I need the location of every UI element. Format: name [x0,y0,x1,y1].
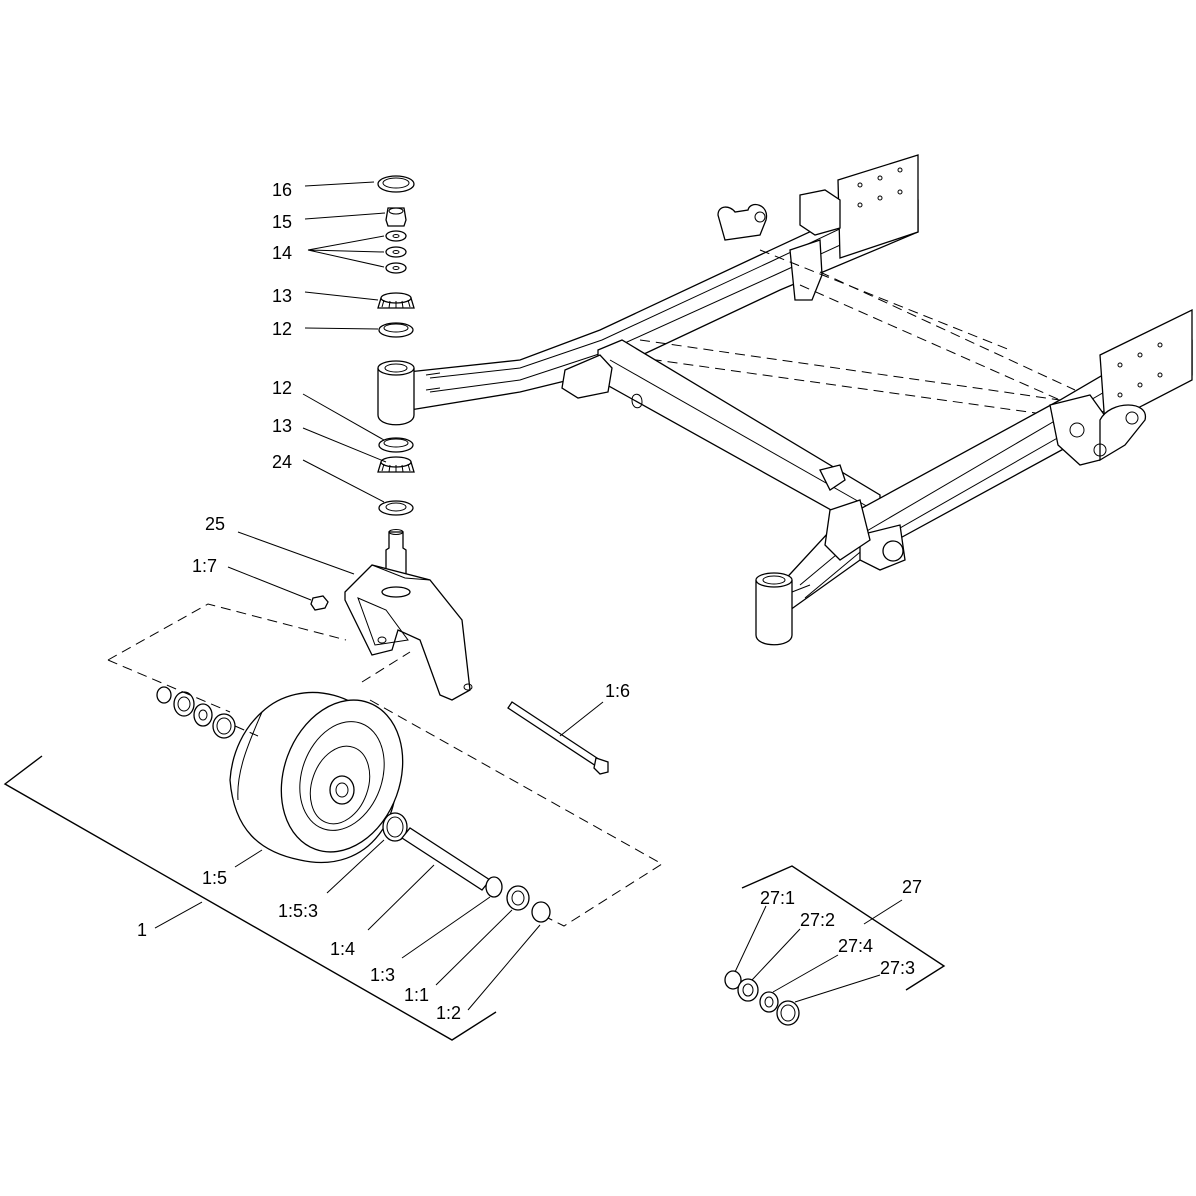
callout-12-lower: 12 [272,378,292,398]
callout-27-4: 27:4 [838,936,873,956]
callout-27-2: 27:2 [800,910,835,930]
callout-1-6: 1:6 [605,681,630,701]
leader-lines [154,181,903,1011]
callout-14: 14 [272,243,292,263]
callout-labels: 16 15 14 13 12 12 13 24 25 1:7 1:6 1:5 1… [137,180,922,1023]
callout-13-lower: 13 [272,416,292,436]
callout-15: 15 [272,212,292,232]
callout-16: 16 [272,180,292,200]
assembly-guide-lines [107,603,663,927]
callout-1-5: 1:5 [202,868,227,888]
mower-frame [377,154,1193,646]
callout-13-upper: 13 [272,286,292,306]
wheel-hardware-left [156,686,236,739]
callout-1-1: 1:1 [404,985,429,1005]
callout-1-5-3: 1:5:3 [278,901,318,921]
callout-25: 25 [205,514,225,534]
callout-1-4: 1:4 [330,939,355,959]
assembly-bracket-27 [741,865,946,991]
callout-27-1: 27:1 [760,888,795,908]
callout-24: 24 [272,452,292,472]
caster-fork [310,564,473,701]
wheel-hardware-right [382,812,551,923]
callout-1: 1 [137,920,147,940]
assembly-bracket-1 [3,755,497,1041]
callout-1-7: 1:7 [192,556,217,576]
callout-27: 27 [902,877,922,897]
callout-1-3: 1:3 [370,965,395,985]
callout-27-3: 27:3 [880,958,915,978]
axle-bolt [507,701,609,775]
callout-1-2: 1:2 [436,1003,461,1023]
caster-wheel [229,691,404,863]
bearing-kit-27 [724,970,800,1026]
callout-12-upper: 12 [272,319,292,339]
